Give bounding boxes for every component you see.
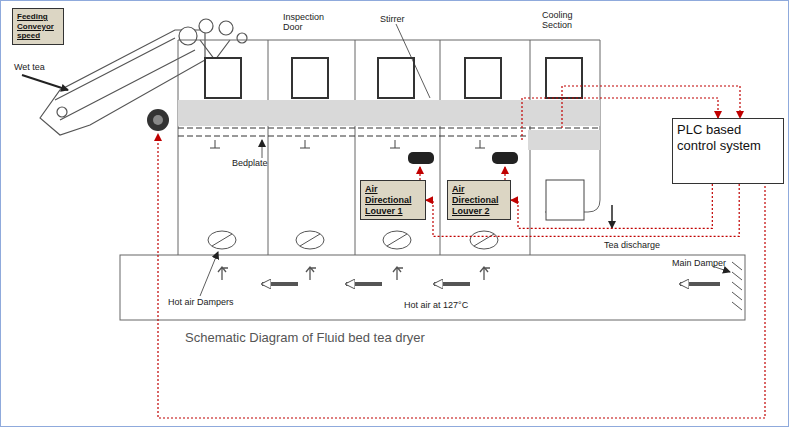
louver-box: Air Directional Louver 1 [360, 180, 426, 220]
main-damper [732, 262, 742, 310]
bed-supports [210, 140, 485, 148]
cooling-bed [528, 130, 600, 150]
part-label: Hot air Dampers [168, 297, 248, 307]
louver-actuator [408, 152, 518, 164]
hot-air-damper [208, 231, 498, 249]
node-text: Air Directional Louver 1 [365, 184, 421, 216]
inspection-window [205, 58, 582, 98]
speed-setpoint-box: Feeding Conveyor speed [12, 8, 64, 45]
part-label: Stirrer [380, 14, 420, 24]
stirrer [178, 128, 600, 129]
hot-air-duct [120, 255, 745, 320]
stirrer-leader [396, 24, 430, 98]
conveyor-motor [147, 109, 169, 131]
part-label: Hot air at 127°C [404, 300, 494, 310]
bedplate [178, 136, 530, 137]
node-text: PLC based control system [677, 122, 779, 153]
actuator-signal [420, 167, 505, 180]
part-label: Bedplate [232, 158, 282, 168]
air-rise-arrow [218, 267, 490, 280]
part-label: Inspection Door [283, 12, 333, 33]
bedplate-leader [262, 140, 263, 158]
damper-leader [200, 252, 218, 296]
part-label: Main Damper [672, 258, 732, 268]
air-flow-arrow [262, 284, 720, 285]
discharge-arrow [611, 205, 613, 228]
tea-bed [178, 100, 600, 126]
node-text: Feeding Conveyor speed [17, 12, 59, 41]
node-text: Air Directional Louver 2 [452, 184, 506, 216]
part-label: Cooling Section [542, 10, 590, 31]
part-label: Wet tea [14, 62, 64, 72]
plc-box: PLC based control system [672, 118, 784, 184]
louver-box: Air Directional Louver 2 [447, 180, 511, 220]
part-label: Tea discharge [604, 240, 674, 250]
control-signal [511, 184, 712, 228]
feed-arrow [22, 75, 68, 90]
dryer-body [178, 40, 600, 255]
figure-caption: Schematic Diagram of Fluid bed tea dryer [185, 330, 425, 345]
